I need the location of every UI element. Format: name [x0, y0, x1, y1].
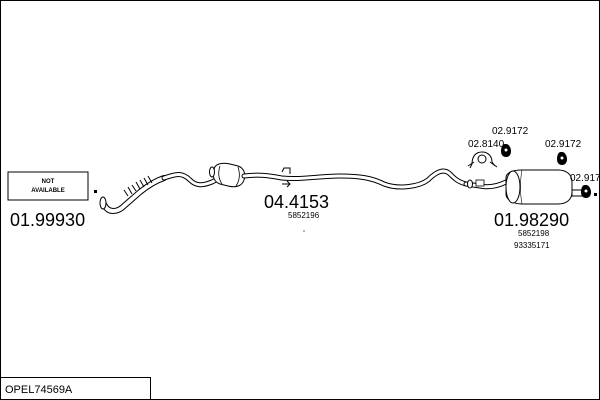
pipe-hanger-shape	[281, 167, 291, 174]
not-available-box	[7, 171, 89, 201]
mount-rubber-3[interactable]: 02.9172	[570, 173, 600, 198]
rear-silencer-oem-ref-1: 5852198	[518, 229, 550, 238]
mount-rubber-2[interactable]: 02.9172	[545, 139, 582, 165]
mid-pipe-shape	[241, 168, 469, 190]
centre-dot	[303, 230, 305, 232]
mount-rubber-1-part-number: 02.9172	[492, 126, 529, 137]
not-available-line1: NOT	[42, 179, 55, 185]
mount-rubber-2-part-number: 02.9172	[545, 139, 582, 150]
silencer-end-shape	[505, 170, 521, 204]
catalyst-pipe-part[interactable]: 04.4153 5852196	[161, 162, 469, 232]
mount-rubber-3-part-number: 02.9172	[570, 173, 600, 184]
silencer-marker	[594, 193, 597, 196]
mount-clamp-part-number: 02.8140	[468, 139, 505, 150]
not-available-line2: AVAILABLE	[31, 188, 64, 194]
mount-rubber-1[interactable]: 02.9172	[492, 126, 529, 157]
front-flange-shape	[99, 196, 107, 210]
flex-section-shape	[123, 175, 153, 197]
rear-silencer-part-number: 01.98290	[494, 210, 569, 230]
front-pipe-marker	[94, 190, 97, 193]
catalyst-body-shape	[212, 162, 246, 188]
catalyst-pipe-part-number: 04.4153	[264, 192, 329, 212]
front-pipe-part[interactable]: NOT AVAILABLE 01.99930	[7, 171, 167, 230]
catalyst-pipe-oem-ref: 5852196	[288, 211, 320, 220]
assembly-code: OPEL74569A	[5, 384, 73, 396]
mount-clamp[interactable]: 02.8140	[467, 139, 505, 169]
catalyst-flange-shape	[209, 166, 215, 178]
front-pipe-part-number: 01.99930	[10, 210, 85, 230]
scope-arrow-icon	[282, 180, 291, 188]
rear-silencer-oem-ref-2: 93335171	[514, 241, 550, 250]
